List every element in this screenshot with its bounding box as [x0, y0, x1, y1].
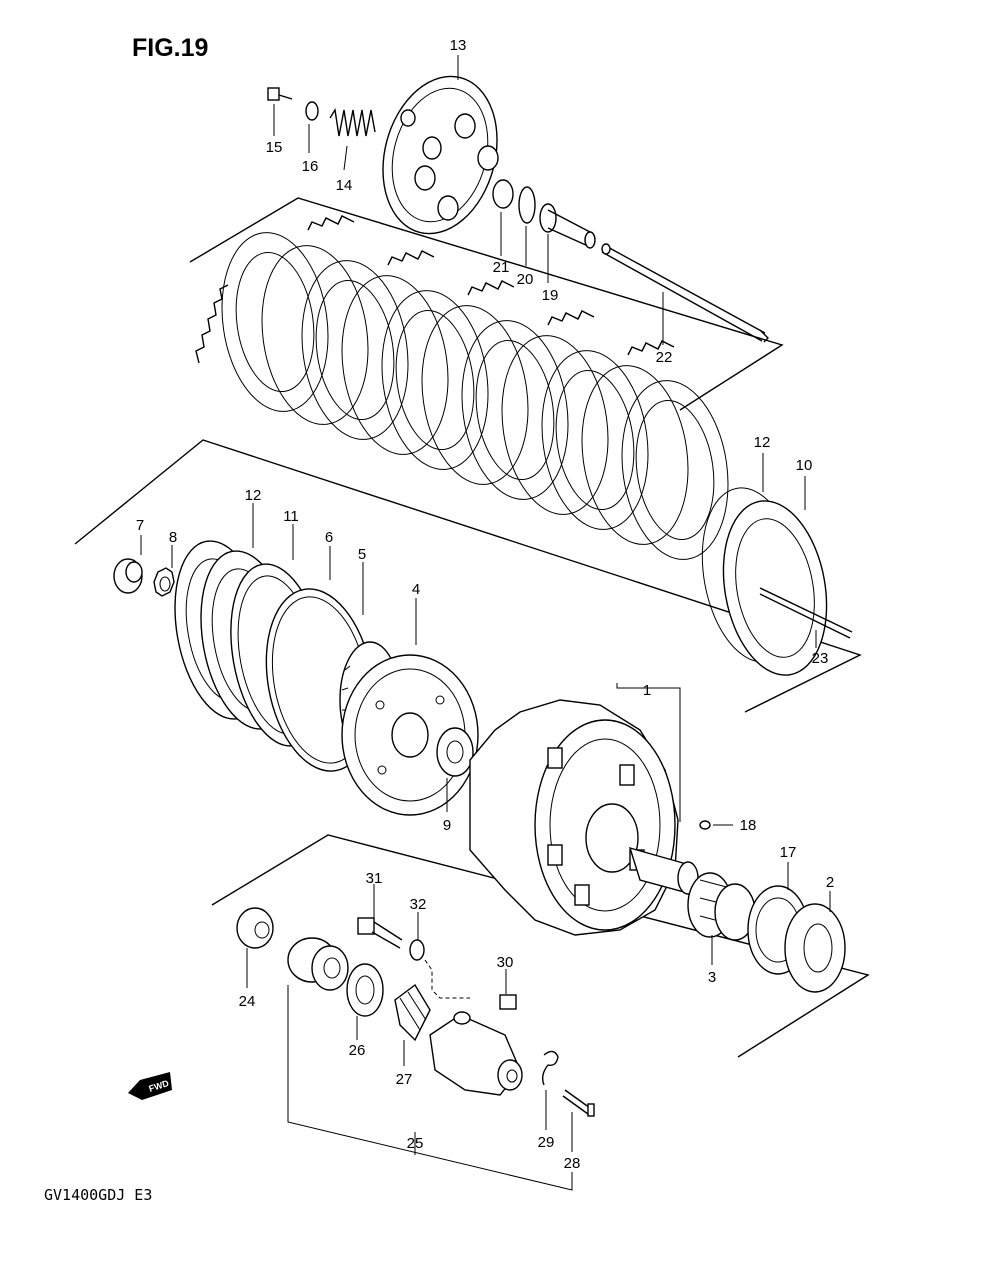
callout-15: 15	[266, 139, 283, 156]
callout-23: 23	[812, 650, 829, 667]
callout-31: 31	[366, 870, 383, 887]
spring-14	[329, 108, 376, 137]
callout-18: 18	[740, 817, 757, 834]
callout-26: 26	[349, 1042, 366, 1059]
lifter-19	[539, 203, 596, 249]
washer-32	[409, 939, 425, 961]
callout-9: 9	[443, 817, 451, 834]
clutch-housing-1	[469, 699, 679, 936]
callout-22: 22	[656, 349, 673, 366]
callout-27: 27	[396, 1071, 413, 1088]
callout-3: 3	[708, 969, 716, 986]
model-code: GV1400GDJ E3	[44, 1186, 152, 1204]
bearing-25	[287, 937, 349, 991]
bolt-15	[267, 87, 293, 101]
callout-24: 24	[239, 993, 256, 1010]
callout-1: 1	[643, 682, 651, 699]
bleeder-28	[562, 1089, 595, 1117]
callout-8: 8	[169, 529, 177, 546]
pin-18	[699, 820, 711, 830]
release-arm	[429, 1011, 523, 1096]
callout-4: 4	[412, 581, 420, 598]
callout-11: 11	[283, 508, 299, 525]
callout-labels: 13 15 16 14 21 20 19 22 12 10 23 7 8 12 …	[136, 37, 834, 1172]
callout-17: 17	[780, 844, 797, 861]
callout-25: 25	[407, 1135, 424, 1152]
plate-stack-boundary	[189, 197, 784, 411]
callout-13: 13	[450, 37, 467, 54]
clip-29	[541, 1050, 559, 1086]
callout-32: 32	[410, 896, 427, 913]
cap-24	[236, 907, 274, 949]
clutch-plate-stack	[195, 215, 828, 676]
bolt-31	[357, 917, 403, 949]
callout-19: 19	[542, 287, 559, 304]
callout-21: 21	[493, 259, 510, 276]
fwd-arrow: FWD	[128, 1072, 172, 1100]
needle-bearing-3	[687, 872, 756, 941]
callout-20: 20	[517, 271, 534, 288]
seal-26	[346, 963, 384, 1017]
rod-23	[759, 587, 853, 639]
callout-16: 16	[302, 158, 319, 175]
callout-28: 28	[564, 1155, 581, 1172]
callout-2: 2	[826, 874, 834, 891]
washer-2	[784, 903, 846, 993]
callout-14: 14	[336, 177, 353, 194]
bearing-20	[518, 186, 536, 224]
bush-30	[499, 994, 517, 1010]
push-rod-22	[601, 243, 769, 343]
nut-7	[113, 558, 143, 594]
leader-lines	[140, 55, 831, 1191]
pressure-plate	[382, 75, 499, 235]
callout-29: 29	[538, 1134, 555, 1151]
callout-12-left: 12	[245, 487, 262, 504]
washer-16	[305, 101, 319, 121]
callout-6: 6	[325, 529, 333, 546]
clutch-group-boundary	[74, 439, 862, 713]
callout-12-right: 12	[754, 434, 771, 451]
lock-washer-8	[153, 567, 175, 597]
callout-7: 7	[136, 517, 144, 534]
washer-9	[436, 727, 474, 777]
washer-21	[492, 179, 514, 209]
callout-10: 10	[796, 457, 813, 474]
sleeve-hub-4	[339, 641, 479, 816]
boot-27	[394, 983, 431, 1042]
callout-30: 30	[497, 954, 514, 971]
callout-5: 5	[358, 546, 366, 563]
figure-title: FIG.19	[132, 34, 208, 62]
